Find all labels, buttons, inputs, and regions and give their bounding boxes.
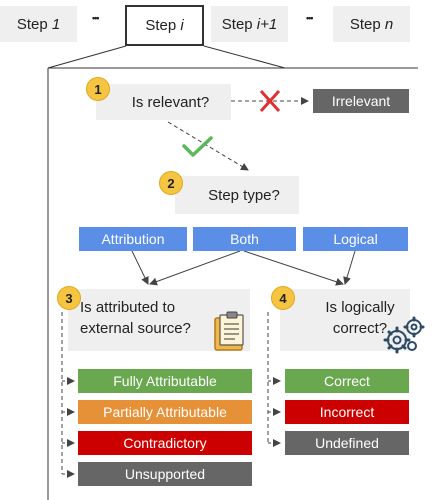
step-i-plus-1-box: Step i+1	[211, 6, 288, 42]
step-n-label: Step n	[349, 15, 394, 33]
step-i-plus-1-label: Step i+1	[221, 15, 278, 33]
attribution-label-3: Contradictory	[78, 431, 252, 455]
attribution-label-1: Fully Attributable	[78, 369, 252, 393]
attribution-label-2: Partially Attributable	[78, 400, 252, 424]
attribution-question-line-2: external source?	[80, 320, 191, 337]
attribution-question-box: Is attributed to external source?	[68, 289, 250, 351]
step-1-box: Step 1	[0, 6, 77, 42]
ellipsis-left: •••	[92, 13, 100, 23]
attribution-label-4: Unsupported	[78, 462, 252, 486]
step-number-badge-4: 4	[271, 286, 295, 310]
step-i-label: Step i	[145, 17, 184, 34]
logic-question-line-2: correct?	[332, 320, 388, 337]
type-attribution: Attribution	[79, 227, 187, 251]
attribution-question-line-1: Is attributed to	[80, 299, 176, 316]
logic-question-box: Is logically correct?	[280, 289, 410, 351]
step-1-label: Step 1	[16, 15, 61, 33]
logic-question-line-1: Is logically	[325, 299, 395, 316]
step-n-box: Step n	[333, 6, 410, 42]
type-both: Both	[193, 227, 296, 251]
type-logical: Logical	[303, 227, 408, 251]
logic-label-3: Undefined	[285, 431, 409, 455]
logic-label-1: Correct	[285, 369, 409, 393]
logic-label-2: Incorrect	[285, 400, 409, 424]
step-number-badge-3: 3	[57, 286, 81, 310]
step-type-question: Step type?	[208, 186, 280, 204]
relevance-question-box: Is relevant?	[96, 84, 231, 120]
step-number-badge-2: 2	[159, 171, 183, 195]
relevance-question: Is relevant?	[131, 93, 210, 111]
irrelevant-label: Irrelevant	[313, 89, 409, 113]
step-i-box: Step i	[125, 5, 204, 46]
step-type-question-box: Step type?	[175, 176, 299, 214]
ellipsis-right: •••	[306, 13, 314, 23]
step-number-badge-1: 1	[86, 77, 110, 101]
